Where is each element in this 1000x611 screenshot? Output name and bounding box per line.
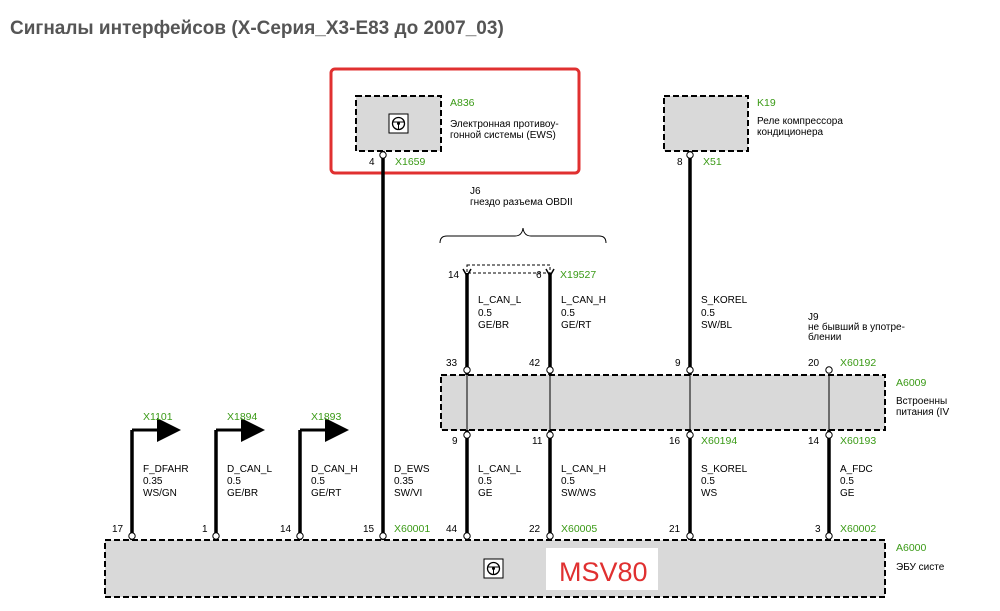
a6000-desc: ЭБУ систе <box>896 562 945 573</box>
wire-label-color: GE/RT <box>561 320 591 331</box>
a836-pin: 4 <box>369 157 375 168</box>
msv80-label: MSV80 <box>559 557 648 587</box>
wire-label-color: GE/RT <box>311 488 341 499</box>
a6000-connector: X60002 <box>840 523 876 535</box>
arrow-connector-x1101[interactable]: X1101 <box>143 411 173 423</box>
wire-label-name: D_EWS <box>394 464 430 475</box>
a6009-id: A6009 <box>896 377 927 389</box>
wire-label-color: GE <box>478 488 493 499</box>
wire-label-color: GE/BR <box>478 320 509 331</box>
wires <box>130 151 831 540</box>
a6000-pin: 17 <box>112 524 124 535</box>
wire-label-name: S_KOREL <box>701 464 748 475</box>
wire-label-size: 0.5 <box>840 476 854 487</box>
a6000-pin: 44 <box>446 524 458 535</box>
k19-id: K19 <box>757 97 776 109</box>
j9-desc2: блении <box>808 331 841 343</box>
wire-label-size: 0.5 <box>478 308 492 319</box>
a6009-bottom-connector: X60194 <box>701 435 737 447</box>
wire-label-name: S_KOREL <box>701 295 748 306</box>
j6-desc: гнездо разъема OBDII <box>470 197 573 208</box>
a6009-desc1: Встроенны <box>896 396 947 407</box>
a6000-pin: 21 <box>669 524 681 535</box>
a6000-connector: X60005 <box>561 523 597 535</box>
wire-label-size: 0.5 <box>227 476 241 487</box>
a836-id: A836 <box>450 97 475 109</box>
a6009-top-connector: X60192 <box>840 357 876 369</box>
a6000-pin: 3 <box>815 524 821 535</box>
a6009-desc2: питания (IV <box>896 407 949 418</box>
a6009-box[interactable] <box>440 374 886 431</box>
wire-label-color: GE <box>840 488 855 499</box>
k19-desc1: Реле компрессора <box>757 116 843 127</box>
k19-connector: X51 <box>703 156 722 168</box>
wire-label-size: 0.5 <box>478 476 492 487</box>
wire-label-color: WS <box>701 488 717 499</box>
wire-label-size: 0.35 <box>143 476 163 487</box>
arrow-connector-x1893[interactable]: X1893 <box>311 411 342 423</box>
a836-desc2: гонной системы (EWS) <box>450 130 556 141</box>
a6009-top-pin: 33 <box>446 358 458 369</box>
j6-socket-box <box>466 264 551 274</box>
wire-label-name: L_CAN_H <box>561 464 606 475</box>
wire-label-size: 0.5 <box>311 476 325 487</box>
wire-label-color: SW/BL <box>701 320 733 331</box>
a6009-bottom-pin: 9 <box>452 436 458 447</box>
wire-label-name: L_CAN_L <box>478 464 522 475</box>
j6-brace <box>439 227 607 244</box>
a836-desc1: Электронная противоу- <box>450 119 559 130</box>
wire-label-name: F_DFAHR <box>143 464 189 475</box>
a6009-top-pin: 9 <box>675 358 681 369</box>
wire-label-color: SW/WS <box>561 488 596 499</box>
wire-label-size: 0.5 <box>561 476 575 487</box>
wire-label-color: SW/VI <box>394 488 422 499</box>
a6009-top-pin: 42 <box>529 358 541 369</box>
j6-pin-right-arrow <box>545 268 555 278</box>
steering-wheel-icon <box>388 113 409 134</box>
wire-label-color: GE/BR <box>227 488 258 499</box>
wire-label-name: L_CAN_L <box>478 295 522 306</box>
a6009-top-pin: 20 <box>808 358 820 369</box>
j9-id: J9 <box>808 312 819 323</box>
a6009-bottom-pin: 16 <box>669 436 681 447</box>
a836-highlight <box>329 67 581 175</box>
j6-id: J6 <box>470 186 481 197</box>
j9-desc1: не бывший в употре- <box>808 321 905 333</box>
pin-circles <box>128 151 833 540</box>
a6009-bottom-pin: 14 <box>808 436 820 447</box>
steering-wheel-icon <box>483 558 504 579</box>
a6000-connector: X60001 <box>394 523 430 535</box>
k19-desc2: кондиционера <box>757 127 824 138</box>
j6-pin-left: 14 <box>448 270 460 281</box>
wire-label-size: 0.5 <box>701 476 715 487</box>
wire-label-size: 0.35 <box>394 476 414 487</box>
k19-pin: 8 <box>677 157 683 168</box>
a6009-internal-lines <box>466 375 830 430</box>
a6000-pin: 14 <box>280 524 292 535</box>
j6-pin-left-arrow <box>462 268 472 278</box>
j6-pin-right: 6 <box>536 270 542 281</box>
wire-label-name: A_FDC <box>840 464 873 475</box>
a6000-pin: 1 <box>202 524 208 535</box>
k19-box[interactable] <box>663 95 749 152</box>
a6000-pin: 22 <box>529 524 541 535</box>
wire-label-name: D_CAN_H <box>311 464 358 475</box>
j6-connector: X19527 <box>560 269 596 281</box>
page-title: Сигналы интерфейсов (Х-Серия_X3-E83 до 2… <box>10 18 504 39</box>
msv80-label-bg <box>546 548 658 590</box>
wire-label-size: 0.5 <box>561 308 575 319</box>
wire-label-color: WS/GN <box>143 488 177 499</box>
arrow-connector-x1894[interactable]: X1894 <box>227 411 258 423</box>
a836-connector: X1659 <box>395 156 426 168</box>
a6000-id: A6000 <box>896 542 927 554</box>
a6009-bottom-connector: X60193 <box>840 435 876 447</box>
wire-label-name: L_CAN_H <box>561 295 606 306</box>
wire-label-name: D_CAN_L <box>227 464 272 475</box>
wire-label-size: 0.5 <box>701 308 715 319</box>
a6009-bottom-pin: 11 <box>532 436 543 447</box>
a6000-pin: 15 <box>363 524 375 535</box>
